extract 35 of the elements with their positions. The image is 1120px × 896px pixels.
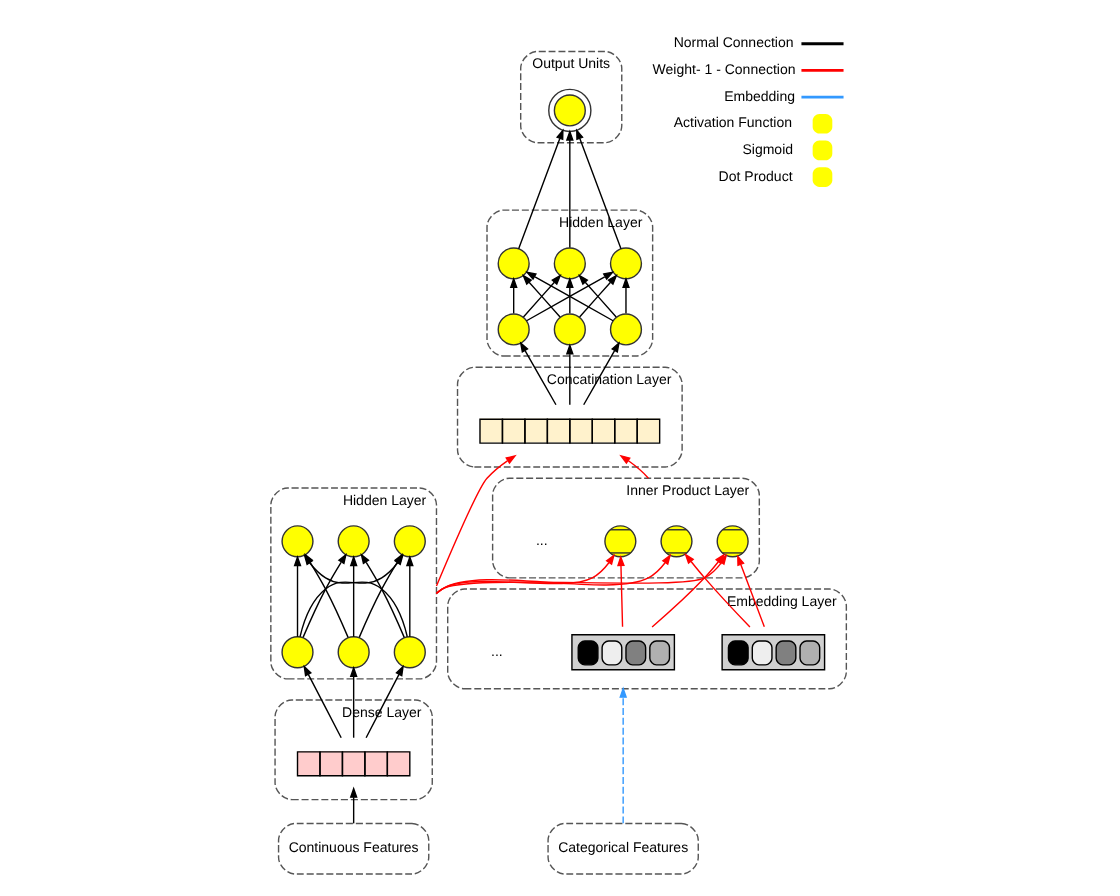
node-circle [497,247,530,280]
node-circle [609,313,643,346]
node-circle [337,636,370,669]
node-circle [393,636,426,669]
arrow [617,554,625,628]
arrow [622,276,630,315]
arrow [405,555,414,638]
node-circle [609,247,643,280]
node-circle [548,88,592,133]
arrow [365,664,404,739]
arrow [509,276,518,315]
arrow [565,276,574,315]
arrow [293,555,302,638]
arrow [619,686,628,824]
node-circle [553,247,586,280]
node-circle [281,525,314,558]
arrow [435,553,672,595]
arrow [349,555,358,638]
arrow [435,553,615,595]
arrow [517,128,564,250]
arrow [565,129,574,249]
node-circle [393,525,426,558]
node-circle [553,313,586,346]
arrow [737,554,766,628]
node-circle [497,313,530,346]
node-circle [337,525,370,558]
arrow [565,343,574,406]
node-circle [281,636,314,669]
arrow [583,341,620,406]
arrow [435,454,517,587]
arrow [349,665,358,739]
arrow [519,341,557,406]
arrow [619,454,650,479]
arrow [303,664,342,739]
arrow [349,786,358,825]
